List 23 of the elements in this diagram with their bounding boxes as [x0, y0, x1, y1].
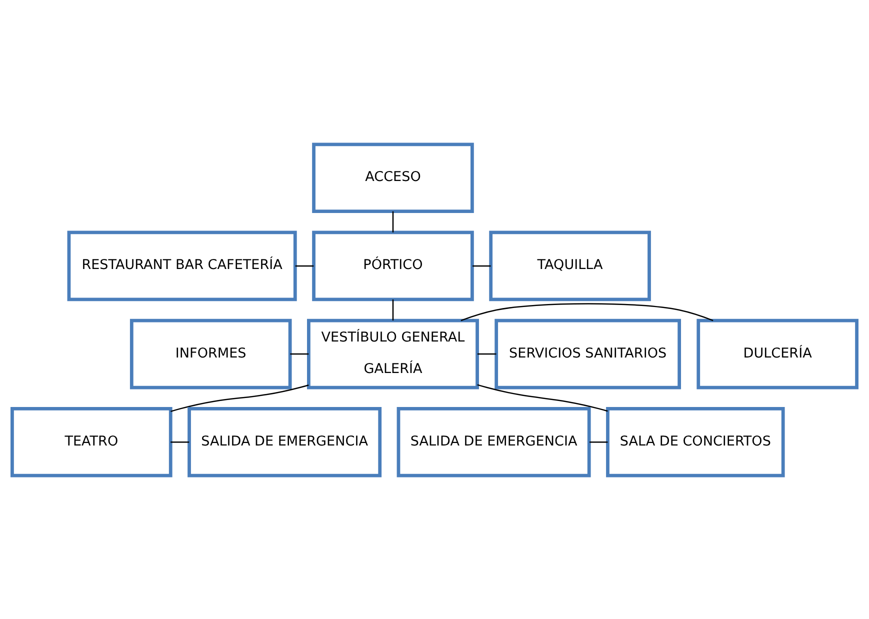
node-box: DULCERÍA [696, 318, 858, 389]
connector [392, 298, 394, 320]
connector [392, 210, 394, 232]
connector [472, 264, 491, 266]
node-box: SALA DE CONCIERTOS [606, 406, 785, 477]
connector [170, 384, 309, 412]
node-box: SERVICIOS SANITARIOS [494, 318, 682, 389]
node-box: VESTÍBULO GENERAL GALERÍA [307, 318, 479, 389]
node-box: SALIDA DE EMERGENCIA [396, 406, 591, 477]
connector [590, 441, 608, 442]
connector [295, 264, 314, 266]
node-box: TAQUILLA [489, 230, 651, 301]
connector [290, 352, 309, 354]
node-box: PÓRTICO [312, 230, 474, 301]
node-box: SALIDA DE EMERGENCIA [188, 406, 382, 477]
connector [460, 302, 714, 321]
node-box: ACCESO [312, 142, 474, 212]
node-box: RESTAURANT BAR CAFETERÍA [67, 230, 297, 301]
node-box: TEATRO [10, 406, 172, 477]
node-box: INFORMES [130, 318, 292, 389]
connector [477, 384, 608, 412]
connector [170, 441, 190, 442]
connector [477, 352, 496, 354]
